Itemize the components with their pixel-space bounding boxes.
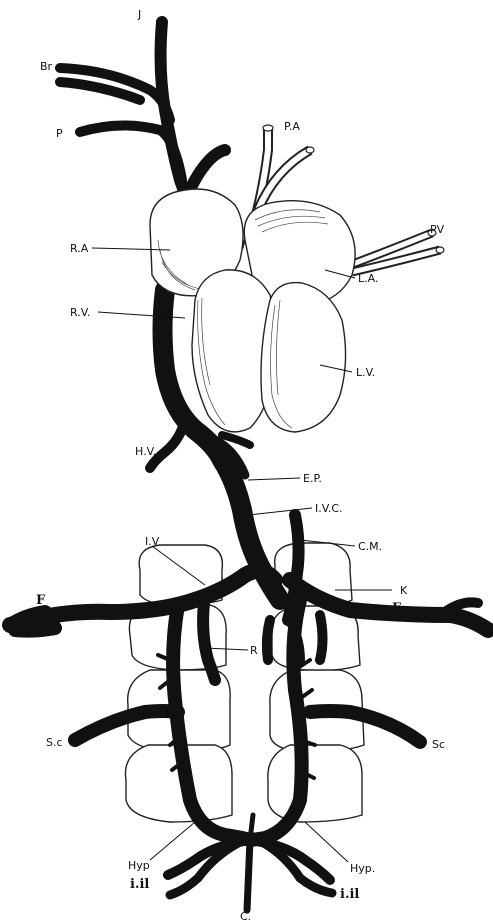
label-br: Br [40,60,53,73]
label-f-left: F [36,593,46,608]
label-pv: PV [430,223,445,236]
label-sc-left: S.c [46,736,63,749]
label-hyp-left: Hyp [128,859,150,872]
label-lv: L.V. [356,366,375,379]
label-sc-right: Sc [432,738,445,751]
label-c: C. [240,910,251,923]
label-rv: R.V. [70,306,90,319]
label-iv: I.V [145,535,160,548]
label-f-right: F [392,601,402,616]
label-hyp-right: Hyp. [350,862,375,875]
label-iil-left: i.il [130,877,149,892]
label-ra: R.A [70,242,89,255]
label-r: R [250,644,258,657]
label-ivc: I.V.C. [315,502,343,515]
left-ventricle [261,283,346,432]
kidney-right [268,543,364,822]
label-k: K [400,584,408,597]
label-la: L.A. [358,272,378,285]
label-ep: E.P. [303,472,322,485]
label-p: P [56,127,63,140]
label-j: J [137,8,141,21]
label-cm: C.M. [358,540,382,553]
veins [10,22,488,910]
label-iil-right: i.il [340,887,359,902]
label-hv: H.V. [135,445,156,458]
label-pa: P.A [284,120,300,133]
